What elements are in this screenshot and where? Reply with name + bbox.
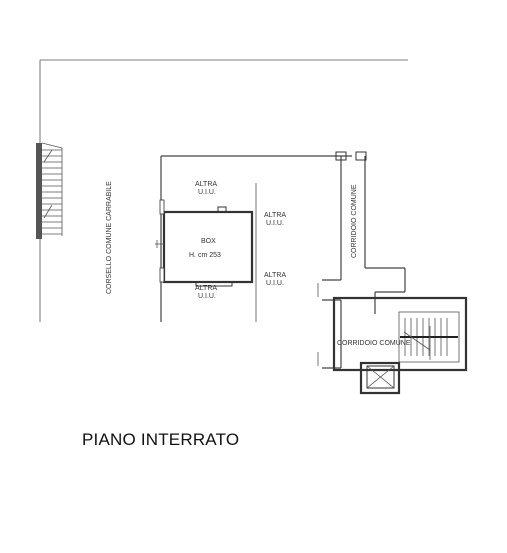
label-corridoio-horizontal: CORRIDOIO COMUNE: [337, 340, 411, 347]
stairwell: [332, 296, 468, 372]
label-box: BOX: [201, 238, 216, 245]
label-altra-right2-2: U.I.U.: [266, 280, 284, 287]
label-box-height: H. cm 253: [189, 252, 221, 259]
elevator-icon: [359, 361, 401, 395]
label-altra-right2-1: ALTRA: [264, 272, 286, 279]
label-corsello: CORSELLO COMUNE CARRABILE: [106, 181, 113, 294]
label-altra-top-1: ALTRA: [195, 181, 217, 188]
plan-title: PIANO INTERRATO: [82, 430, 240, 449]
label-altra-bottom-2: U.I.U.: [198, 293, 216, 300]
label-altra-right1-1: ALTRA: [264, 212, 286, 219]
corridor-walls: [317, 151, 406, 369]
label-altra-right1-2: U.I.U.: [266, 220, 284, 227]
left-stair: [36, 142, 63, 239]
label-corridoio-vertical: CORRIDOIO COMUNE: [351, 184, 358, 258]
central-block-walls: [160, 155, 352, 322]
label-altra-top-2: U.I.U.: [198, 189, 216, 196]
label-altra-bottom-1: ALTRA: [195, 285, 217, 292]
box-unit: [155, 199, 254, 287]
